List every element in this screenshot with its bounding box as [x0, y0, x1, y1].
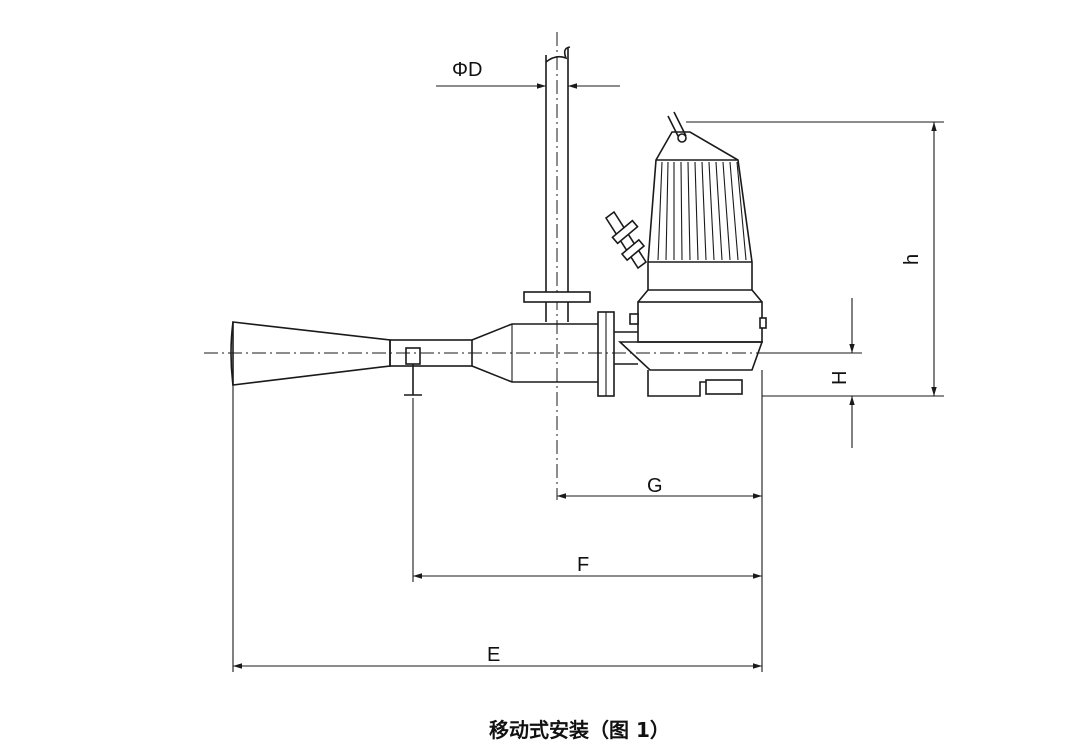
motor-housing [637, 111, 763, 303]
dimension-F: F [413, 554, 762, 579]
label-phiD: ΦD [452, 59, 482, 81]
dimension-H: H [762, 298, 862, 448]
label-h: h [901, 254, 923, 265]
injector-throat [389, 323, 601, 396]
label-H: H [829, 371, 851, 385]
figure-caption: 移动式安装（图 1） [489, 718, 670, 742]
dimension-E: E [233, 644, 762, 669]
label-F: F [577, 554, 589, 576]
pump-flange [597, 311, 638, 397]
dimension-h: h [686, 121, 944, 397]
label-G: G [647, 475, 663, 497]
dimension-G: G [557, 475, 762, 499]
label-E: E [487, 644, 500, 666]
dimension-phiD: ΦD [436, 59, 620, 89]
cable-gland [604, 210, 648, 270]
pump-body [617, 301, 767, 397]
guide-pipe [523, 32, 591, 500]
cooling-fins [657, 161, 747, 261]
